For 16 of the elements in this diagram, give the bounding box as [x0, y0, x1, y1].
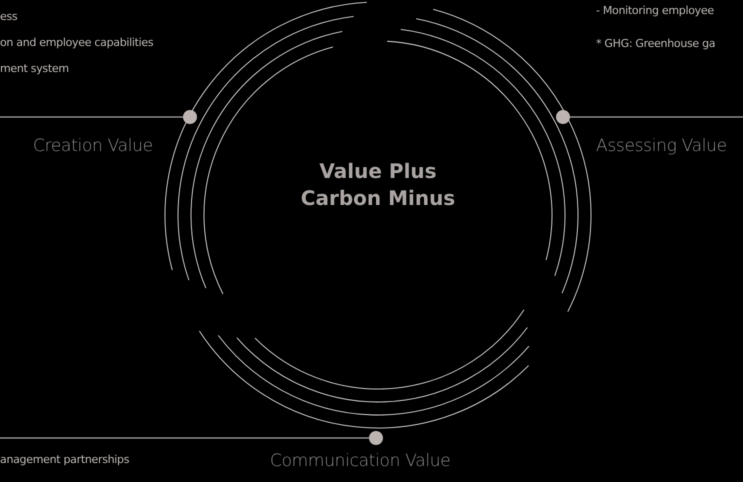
center-title: Value Plus Carbon Minus [298, 158, 458, 212]
leader-line [0, 437, 369, 439]
body-text: anagement partnerships [0, 453, 130, 466]
section-heading: Creation Value [33, 136, 153, 156]
section-heading: Assessing Value [596, 136, 727, 156]
body-text: ment system [0, 62, 69, 75]
body-text: ess [0, 10, 18, 23]
body-text: on and employee capabilities [0, 36, 154, 49]
marker-dot [183, 110, 197, 124]
marker-dot [369, 431, 383, 445]
footnote: * GHG: Greenhouse ga [596, 37, 716, 50]
body-text: - Monitoring employee [596, 4, 714, 17]
leader-line [570, 116, 743, 118]
leader-line [0, 116, 183, 118]
marker-dot [556, 110, 570, 124]
section-heading: Communication Value [270, 451, 450, 471]
